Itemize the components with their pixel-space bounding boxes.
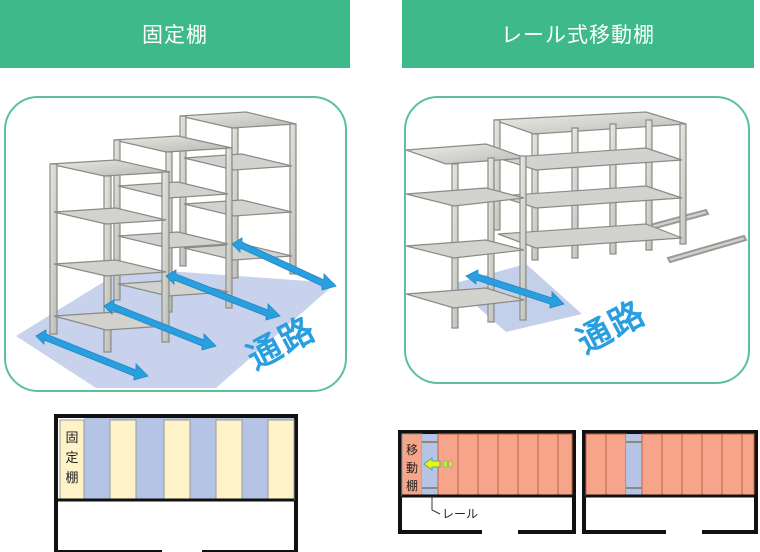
mobile-shelf-columns	[585, 433, 627, 497]
header-mobile-label: レール式移動棚	[501, 23, 655, 47]
header-mobile-shelf: レール式移動棚	[402, 0, 754, 68]
mobile-shelf-floor-plan-1: 移動棚 レール	[398, 430, 576, 536]
fixed-shelf-floor-plan: 固定棚	[54, 414, 298, 552]
mobile-shelf-group-left	[406, 143, 527, 329]
door-gap	[162, 546, 202, 552]
mobile-shelf-columns	[641, 433, 755, 497]
fixed-shelf-column	[163, 419, 191, 501]
fixed-shelf-plan-label: 固定棚	[65, 431, 78, 486]
rail-leader-line	[431, 496, 441, 515]
door-gap	[666, 528, 702, 536]
aisle-arrow-right	[465, 269, 565, 309]
fixed-shelf-illustration	[4, 96, 347, 392]
move-arrow-icon	[423, 457, 441, 471]
mobile-shelf-plan-label: 移動棚	[406, 443, 418, 493]
mobile-shelf-illustration	[404, 96, 750, 384]
fixed-shelf-column	[109, 419, 137, 501]
aisle-arrows	[35, 237, 337, 381]
fixed-shelf-label-cell	[59, 419, 85, 501]
door-gap	[482, 528, 518, 536]
fixed-shelf-column	[267, 419, 295, 501]
mobile-shelf-floor-plan-2	[582, 430, 758, 536]
aisle-zone	[626, 434, 642, 496]
header-fixed-shelf: 固定棚	[0, 0, 350, 68]
rail-label: レール	[442, 507, 478, 521]
fixed-shelf-column	[215, 419, 243, 501]
mobile-shelf-group-right	[493, 111, 687, 261]
mobile-shelf-columns	[437, 433, 573, 497]
header-fixed-label: 固定棚	[142, 23, 208, 47]
shelf-unit-front	[49, 159, 171, 353]
